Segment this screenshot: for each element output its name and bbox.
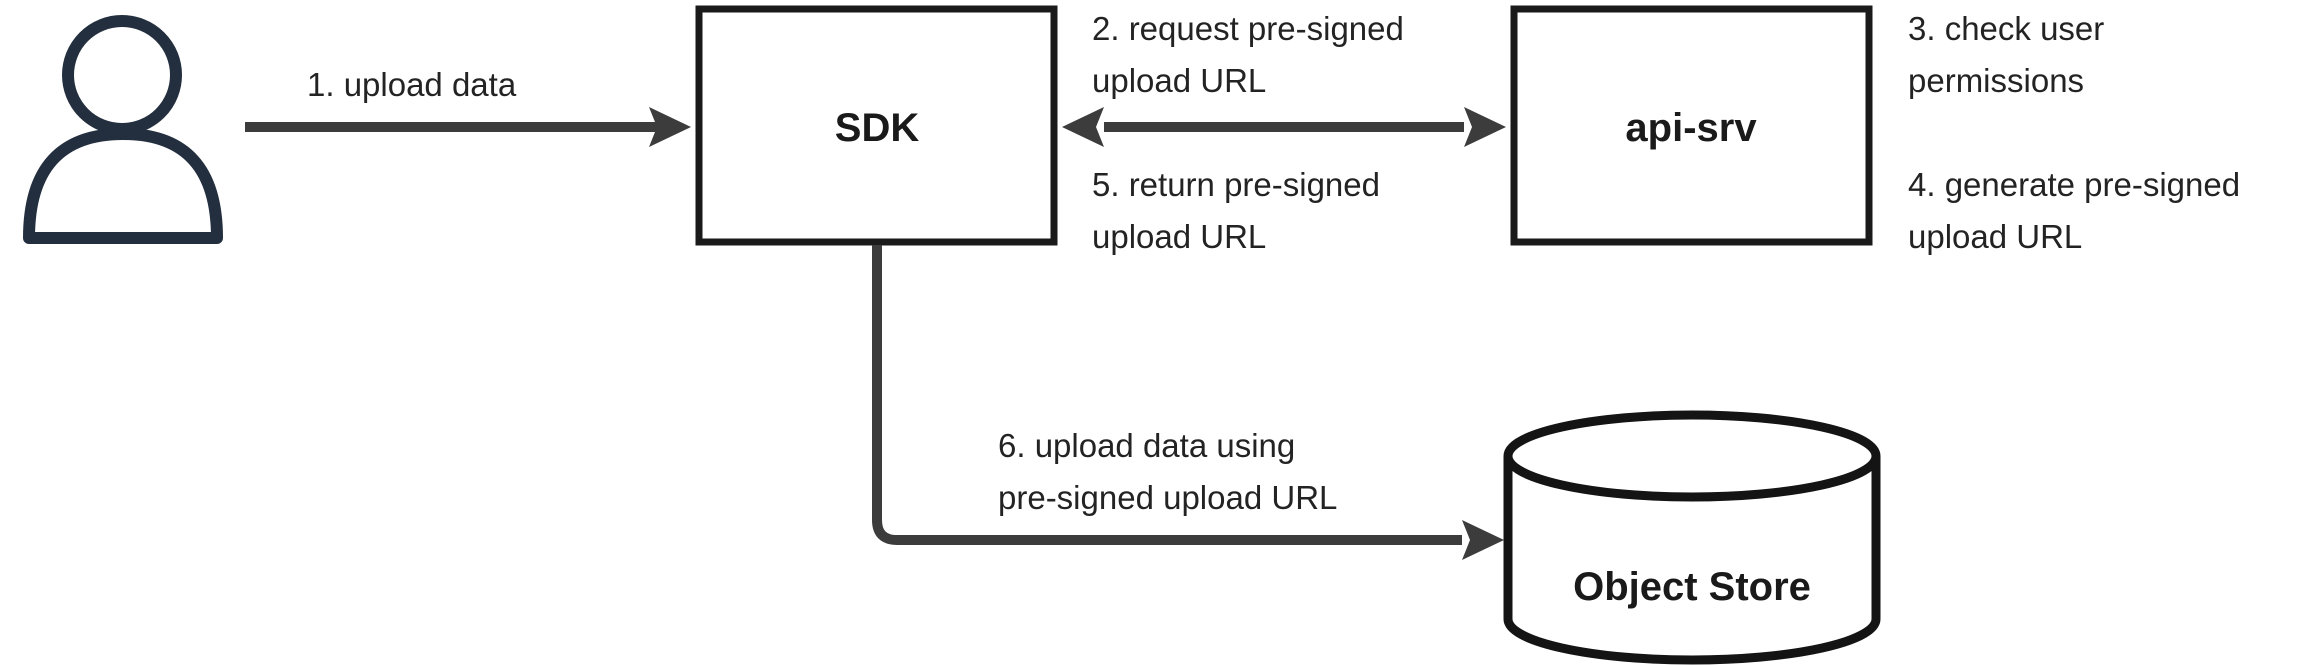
api-srv-node: api-srv [1510, 5, 1873, 246]
note-generate-url-line-2: upload URL [1908, 218, 2082, 255]
edge-presigned-url-request: 2. request pre-signed upload URL 5. retu… [1062, 10, 1506, 255]
edge-presigned-url-arrowhead-left [1062, 107, 1104, 147]
object-store-node: Object Store [1503, 410, 1881, 665]
user-icon-shoulders [23, 128, 223, 244]
edge-upload-to-store: 6. upload data using pre-signed upload U… [872, 245, 1504, 560]
edge-request-label-line-2: upload URL [1092, 62, 1266, 99]
edge-upload-to-store-label-line-2: pre-signed upload URL [998, 479, 1337, 516]
edge-presigned-url-arrowhead-right [1464, 107, 1506, 147]
sdk-node-label: SDK [835, 106, 920, 150]
object-store-body [1503, 456, 1881, 665]
user-icon [23, 15, 223, 244]
note-generate-url: 4. generate pre-signed upload URL [1908, 166, 2240, 255]
edge-upload-to-store-arrowhead [1462, 520, 1504, 560]
note-check-permissions: 3. check user permissions [1908, 10, 2104, 99]
object-store-label: Object Store [1573, 565, 1811, 609]
api-srv-node-box [1510, 5, 1873, 246]
edge-upload-data-arrowhead [649, 107, 691, 147]
sdk-node: SDK [695, 5, 1058, 246]
api-srv-node-label: api-srv [1625, 106, 1757, 150]
edge-request-label-line-1: 2. request pre-signed [1092, 10, 1404, 47]
edge-upload-to-store-path [872, 245, 1462, 545]
note-check-permissions-line-2: permissions [1908, 62, 2084, 99]
edge-upload-data: 1. upload data [245, 66, 691, 147]
edge-upload-data-label: 1. upload data [307, 66, 517, 103]
object-store-top [1503, 410, 1881, 502]
edge-return-label-line-1: 5. return pre-signed [1092, 166, 1380, 203]
note-check-permissions-line-1: 3. check user [1908, 10, 2104, 47]
edge-return-label-line-2: upload URL [1092, 218, 1266, 255]
edge-upload-to-store-label-line-1: 6. upload data using [998, 427, 1295, 464]
sdk-node-box [695, 5, 1058, 246]
user-icon-head [62, 15, 182, 135]
note-generate-url-line-1: 4. generate pre-signed [1908, 166, 2240, 203]
